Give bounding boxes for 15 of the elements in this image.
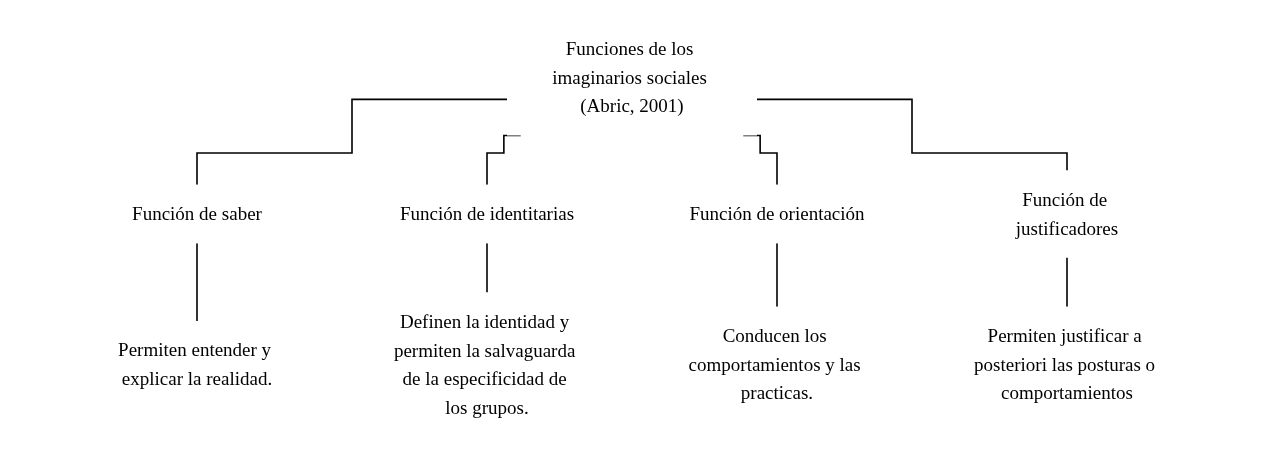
node-text: Permiten entender y explicar la realidad. [117,338,272,389]
node-text: Conducen los comportamientos y las practicas. [688,324,861,403]
node-text: Función de identitarias [399,202,574,224]
node-text: Definen la identidad y permiten la salvaguarda de la especificidad de los grupos. [393,310,575,417]
node-text: Permiten justificar a posteriori las posturas o comportamientos [973,324,1155,403]
connector [195,98,508,186]
node-text: Función de justificadores [1015,188,1118,238]
connector [755,98,1068,172]
connector [1065,256,1068,308]
node-text: Funciones de los imaginarios sociales (Abric, 2001) [551,37,707,116]
connector [485,242,488,294]
node-text: Función de saber [131,202,262,224]
node-text: Función de orientación [688,202,865,224]
connector [775,242,778,308]
connector [195,242,198,322]
